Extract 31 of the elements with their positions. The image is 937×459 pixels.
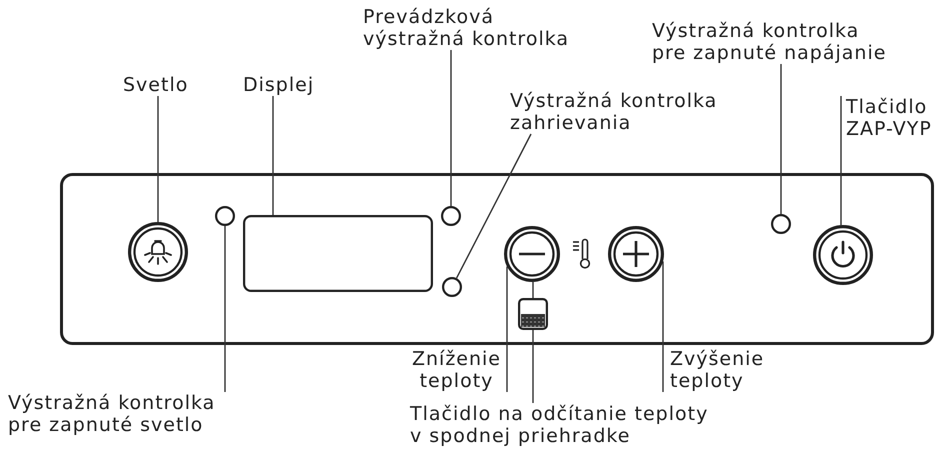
callout-label: Výstražná kontrolka zahrievania	[510, 90, 718, 134]
callout-label: Výstražná kontrolka pre zapnuté napájanie	[652, 20, 886, 64]
indicator-light	[441, 206, 461, 226]
leader-line	[662, 261, 664, 392]
callout-label: Displej	[243, 74, 314, 96]
leader-line	[224, 226, 226, 392]
leader-line	[532, 282, 534, 298]
indicator-light	[442, 277, 462, 297]
callout-label: Tlačidlo na odčítanie teploty v spodnej priehradke	[410, 403, 708, 447]
callout-label: Zníženie teploty	[412, 348, 507, 392]
plus-button	[608, 226, 664, 282]
callout-label: Výstražná kontrolka pre zapnuté svetlo	[8, 392, 216, 436]
callout-label: Zvýšenie teploty	[663, 348, 764, 392]
power-button	[813, 225, 873, 285]
callout-label: Prevádzková výstražná kontrolka	[363, 6, 570, 50]
leader-line	[157, 96, 159, 222]
leader-line	[450, 50, 452, 206]
display-screen	[243, 215, 433, 292]
leader-line	[272, 96, 274, 215]
leader-line	[532, 330, 534, 403]
callout-label: Tlačidlo ZAP-VYP	[841, 96, 932, 140]
indicator-light	[771, 214, 791, 234]
leader-line	[456, 134, 532, 278]
compartment-icon	[518, 298, 548, 330]
minus-button	[504, 226, 560, 282]
callout-label: Svetlo	[123, 74, 188, 96]
leader-line	[840, 96, 842, 226]
leader-line	[780, 64, 782, 214]
indicator-light	[215, 206, 235, 226]
light-button	[128, 222, 188, 282]
leader-line	[506, 266, 508, 392]
